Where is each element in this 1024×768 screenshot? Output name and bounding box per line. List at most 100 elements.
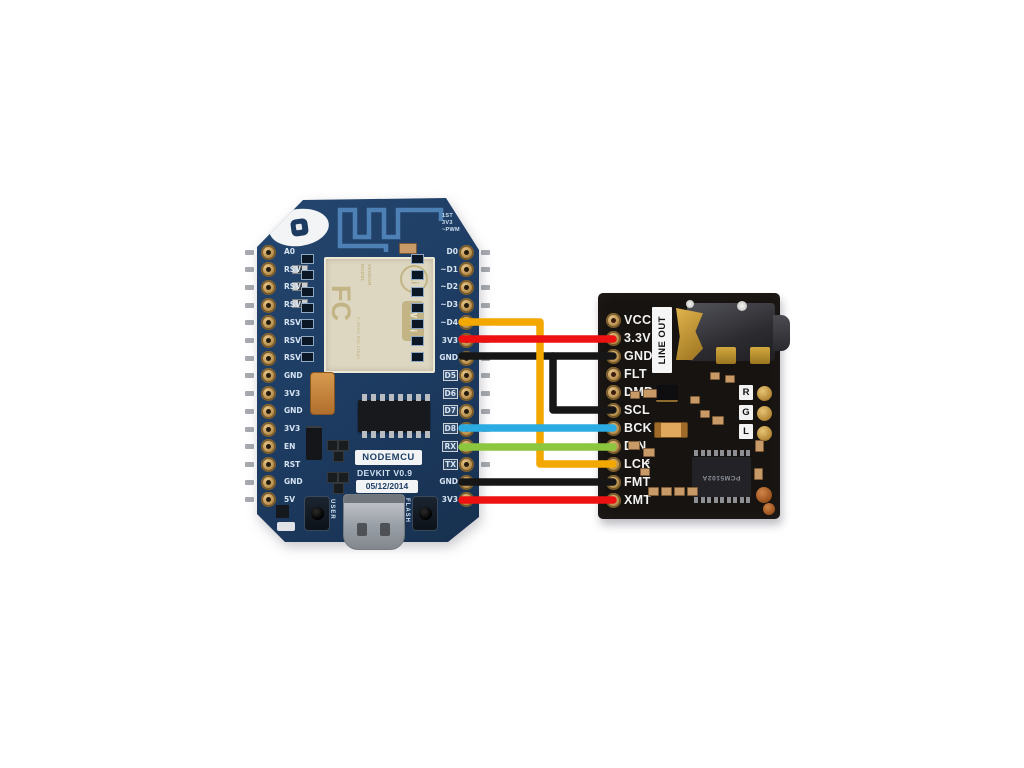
smd-component xyxy=(687,487,698,496)
usb-slot xyxy=(380,523,390,536)
channel-label-g: G xyxy=(739,404,753,420)
pin-label-left: 3V3 xyxy=(284,388,301,398)
dac-pin-dmp xyxy=(605,384,621,400)
pin-tick-left xyxy=(245,497,254,503)
audio-jack-barrel[interactable] xyxy=(773,315,790,351)
nodemcu-right-pin-gnd xyxy=(458,350,474,366)
chip-pin xyxy=(707,450,711,456)
pin-tick-right xyxy=(481,284,490,290)
nodemcu-left-pin-a0 xyxy=(260,244,276,260)
nodemcu-left-pin-3v3 xyxy=(260,386,276,402)
nodemcu-right-pin-d1 xyxy=(458,262,474,278)
smd-component xyxy=(661,487,672,496)
ic-pin xyxy=(398,394,403,401)
dac-pin-33v xyxy=(605,330,621,346)
chip-pin xyxy=(700,450,705,456)
pin-label-left: RSV xyxy=(284,300,301,310)
pin-tick-left xyxy=(245,373,254,379)
pin-tick-right xyxy=(481,497,490,503)
pin-label-right: GND xyxy=(439,353,458,363)
module-pad xyxy=(301,319,314,330)
dac-pin-label: VCC xyxy=(624,313,652,327)
nodemcu-left-pin-rsv xyxy=(260,350,276,366)
ic-pin xyxy=(362,431,367,438)
smd-component xyxy=(754,468,763,480)
corner-legend: 1ST 3V3 ~PWM xyxy=(442,213,468,234)
dac-pin-label: FMT xyxy=(624,475,651,489)
dac-pin-bck xyxy=(605,420,621,436)
smd-capacitor xyxy=(327,440,338,451)
module-pad xyxy=(301,351,314,362)
user-button[interactable] xyxy=(304,496,330,531)
smd-component xyxy=(690,396,700,404)
pin-label-right: D8 xyxy=(442,423,458,435)
nodemcu-right-pin-gnd xyxy=(458,474,474,490)
smd-component xyxy=(710,372,720,380)
pin-tick-left xyxy=(245,355,254,361)
pin-tick-left xyxy=(245,320,254,326)
ic-pin xyxy=(371,394,376,401)
nodemcu-left-pin-rsv xyxy=(260,262,276,278)
pin-label-right: D0 xyxy=(446,247,458,256)
pin-tick-right xyxy=(481,320,490,326)
smd-component xyxy=(630,391,640,399)
nodemcu-right-pin-3v3 xyxy=(458,492,474,508)
smd-component xyxy=(643,448,655,457)
pin-tick-right xyxy=(481,355,490,361)
smd-component xyxy=(276,505,289,518)
pin-tick-right xyxy=(481,391,490,397)
micro-usb-connector[interactable] xyxy=(343,494,405,550)
nodemcu-left-pin-en xyxy=(260,439,276,455)
module-vendor-text: VENDOR xyxy=(367,264,372,286)
module-pad xyxy=(411,319,424,330)
channel-pad xyxy=(757,425,772,441)
module-cert-text: 2.4GHz 802.11bgn xyxy=(356,317,361,360)
nodemcu-right-pin-tx xyxy=(458,457,474,473)
module-pad xyxy=(301,335,314,346)
ic-pin xyxy=(425,394,430,401)
dac-pin-label: LCK xyxy=(624,457,651,471)
pin-label-right: TX xyxy=(443,458,458,470)
mounting-pad xyxy=(756,487,772,503)
nodemcu-silkscreen-title: NODEMCU xyxy=(355,450,422,465)
module-pad xyxy=(301,254,314,264)
jack-solder-foot xyxy=(750,347,770,364)
pin-label-right: 3V3 xyxy=(441,494,458,504)
pin-tick-right xyxy=(481,338,490,344)
pin-tick-left xyxy=(245,249,254,255)
dac-pin-gnd xyxy=(605,348,621,364)
pin-label-right: D6 xyxy=(442,387,458,399)
nodemcu-left-pin-5v xyxy=(260,492,276,508)
channel-pad xyxy=(757,385,772,401)
chip-pin xyxy=(713,497,718,503)
module-pad xyxy=(411,270,424,281)
nodemcu-left-pin-3v3 xyxy=(260,421,276,437)
chip-pin xyxy=(694,450,698,456)
ic-pin xyxy=(416,394,421,401)
ic-pin xyxy=(407,394,412,401)
ic-pin xyxy=(389,431,394,438)
chip-pin xyxy=(713,450,718,456)
chip-pin xyxy=(694,497,698,503)
pin-label-right: ~D2 xyxy=(440,282,458,292)
module-pad xyxy=(411,254,424,264)
nodemcu-right-pin-d5 xyxy=(458,368,474,384)
channel-label-l: L xyxy=(739,424,753,439)
pin-label-left: GND xyxy=(284,370,303,380)
date-silkscreen: 05/12/2014 xyxy=(356,480,418,493)
dac-pin-flt xyxy=(605,366,621,382)
pin-label-left: RST xyxy=(284,459,301,469)
pin-tick-right xyxy=(481,479,490,485)
pin-tick-right xyxy=(481,426,490,432)
flash-button-label: FLASH xyxy=(404,498,410,523)
module-pad xyxy=(301,286,314,297)
power-inductor xyxy=(654,422,688,438)
smd-component xyxy=(643,389,657,398)
pin-label-left: RSV xyxy=(284,317,301,327)
nodemcu-left-pin-gnd xyxy=(260,368,276,384)
smd-capacitor xyxy=(333,451,344,462)
fcc-mark: FC xyxy=(326,285,356,321)
flash-button[interactable] xyxy=(412,496,438,531)
